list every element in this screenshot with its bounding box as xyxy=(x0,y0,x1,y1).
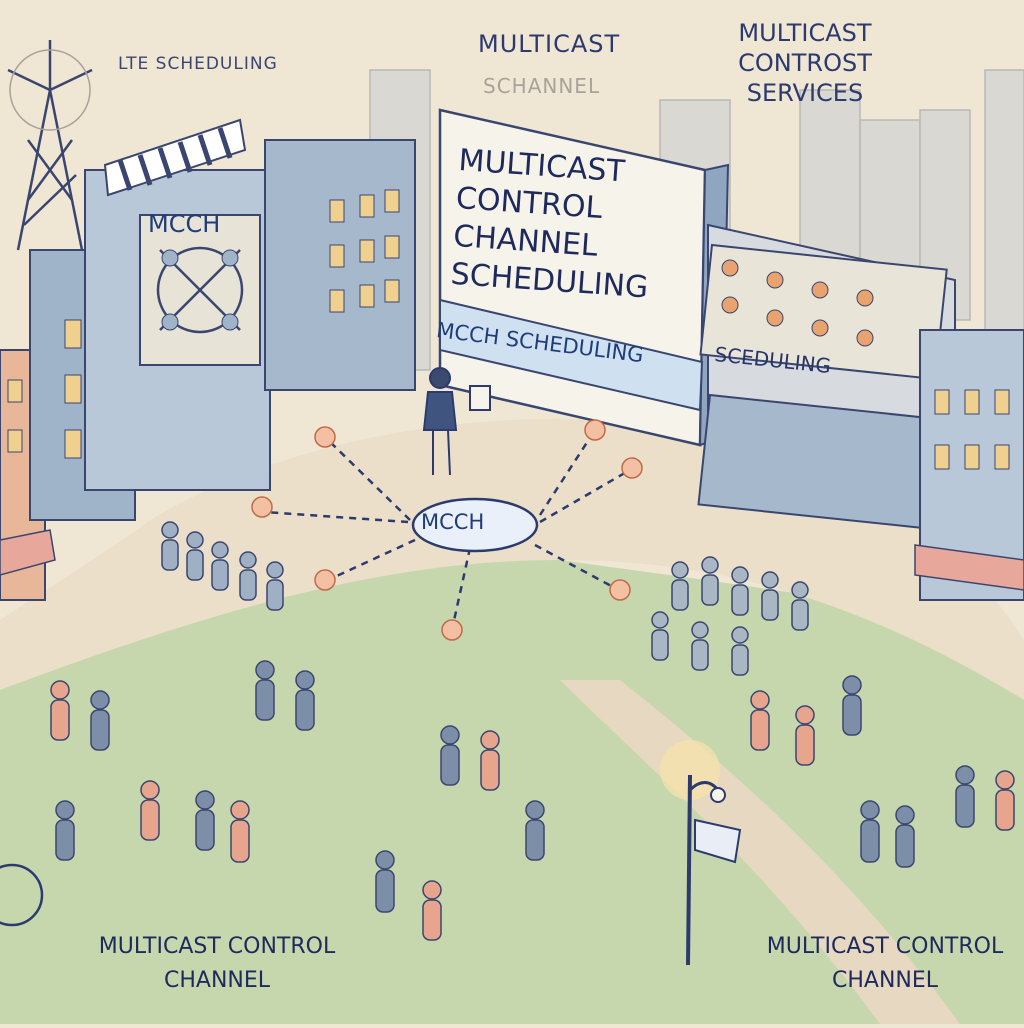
billboard-title: MULTICAST CONTROL CHANNEL SCHEDULING xyxy=(449,142,650,306)
caption-bottom-left: MULTICAST CONTROL CHANNEL xyxy=(98,934,336,993)
hub-label: MCCH xyxy=(421,510,485,534)
building-right xyxy=(914,329,1024,601)
antenna-tower xyxy=(7,40,93,251)
building-scheduling xyxy=(697,223,956,531)
people-foreground xyxy=(50,660,1015,941)
building-center-left xyxy=(264,139,416,391)
crowd-right xyxy=(651,556,809,676)
crowd-left xyxy=(161,521,284,611)
diagonal-path xyxy=(560,680,960,1024)
bicycle-wheel xyxy=(0,863,44,927)
street-lamp xyxy=(660,740,742,966)
label-multicast-services: MULTICAST CONTROST SERVICES xyxy=(738,19,872,107)
network-nodes xyxy=(251,419,643,641)
network-links xyxy=(264,429,631,626)
building-mcch xyxy=(84,118,271,491)
label-lte-scheduling: LTE SCHEDULING xyxy=(118,54,278,74)
caption-bottom-right: MULTICAST CONTROL CHANNEL xyxy=(766,934,1004,993)
presenter-figure xyxy=(422,367,491,476)
label-schannel-faint: SCHANNEL xyxy=(483,74,601,98)
label-multicast-top: MULTICAST xyxy=(478,30,621,58)
mcch-hub-node xyxy=(411,497,539,553)
label-mcch-building-sign: MCCH xyxy=(148,210,221,238)
